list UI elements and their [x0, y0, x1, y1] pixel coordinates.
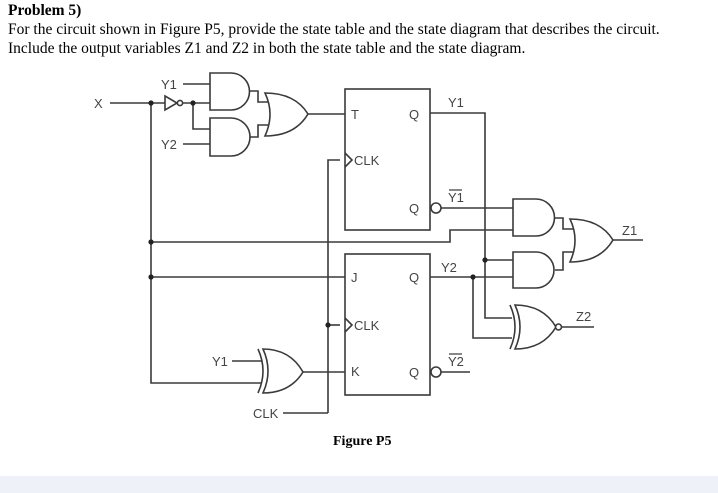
label-x: X [94, 96, 103, 111]
label-t: T [351, 107, 359, 122]
label-j: J [351, 270, 358, 285]
label-y2-input: Y2 [161, 137, 177, 152]
label-y1: Y1 [448, 95, 464, 110]
label-q1-bar: Q [409, 201, 419, 216]
label-y1-input: Y1 [161, 77, 177, 92]
problem-text-line-2: Include the output variables Z1 and Z2 i… [8, 40, 526, 57]
label-q2: Q [409, 270, 419, 285]
and-gate-2 [209, 117, 251, 157]
problem-title: Problem 5) [8, 2, 82, 19]
label-clk-2: CLK [354, 318, 380, 333]
jk-flip-flop [344, 253, 442, 396]
xor-gate-k [257, 348, 304, 394]
label-q1: Q [409, 107, 419, 122]
label-y1-xor: Y1 [212, 354, 228, 369]
wires [110, 83, 643, 414]
t-flip-flop [344, 88, 442, 231]
or-gate-z1 [568, 218, 614, 263]
label-y1-bar: Y1 [448, 190, 464, 205]
label-y2: Y2 [441, 260, 457, 275]
and-gate-3 [512, 198, 556, 237]
bottom-strip [0, 476, 718, 493]
not-gate [164, 94, 184, 112]
problem-text-line-1: For the circuit shown in Figure P5, prov… [8, 21, 660, 38]
junction-dots [148, 100, 488, 328]
figure-caption: Figure P5 [333, 434, 391, 449]
and-gate-4 [512, 251, 555, 289]
label-y2-bar: Y2 [448, 354, 464, 369]
label-k: K [351, 364, 360, 379]
label-clk-input: CLK [253, 406, 279, 421]
label-q2-bar: Q [409, 365, 419, 380]
or-gate-t [263, 92, 309, 137]
and-gate-1 [209, 72, 251, 111]
label-z1: Z1 [622, 223, 637, 238]
label-z2: Z2 [576, 309, 591, 324]
circuit-diagram: X Y1 Y2 Y1 CLK T CLK Q Y1 Q Y1 J CLK K Q… [94, 72, 643, 449]
label-clk-1: CLK [354, 153, 380, 168]
xnor-gate-z2 [509, 304, 563, 350]
